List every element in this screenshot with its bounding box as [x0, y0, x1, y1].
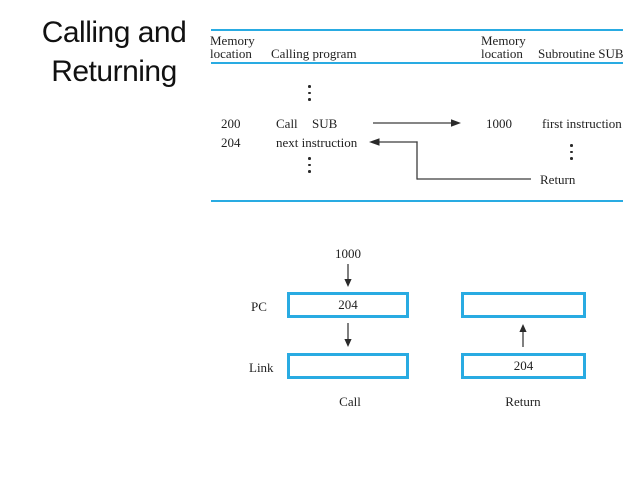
link-to-pc-arrow-head: [519, 324, 527, 332]
return-caption: Return: [505, 394, 541, 409]
pc-register-call-box: 204: [287, 292, 409, 318]
call-caption: Call: [339, 394, 361, 409]
vertical-ellipsis-icon: [570, 144, 573, 160]
left-location-word: location: [210, 45, 252, 61]
table-bottom-rule: [211, 200, 623, 202]
right-location-word: location: [481, 45, 523, 61]
table-header-rule: [211, 62, 623, 64]
incoming-value-label: 1000: [335, 246, 361, 261]
pc-to-link-arrow-head: [344, 339, 352, 347]
left-memory-word: Memory: [210, 33, 255, 48]
table-top-rule: [211, 29, 623, 31]
next-row-location: 204: [221, 135, 241, 150]
link-register-call-box: [287, 353, 409, 379]
slide-title: Calling and Returning: [8, 13, 220, 91]
vertical-ellipsis-icon: [308, 157, 311, 173]
subroutine-sub-header: Subroutine SUB: [538, 46, 624, 61]
left-memory-location-header: Memory location: [210, 33, 255, 61]
sub-row-location: 1000: [486, 116, 512, 131]
calling-program-header: Calling program: [271, 46, 357, 61]
link-return-value: 204: [513, 358, 534, 373]
call-mnemonic: Call: [276, 116, 298, 131]
next-instruction: next instruction: [276, 135, 358, 150]
right-memory-word: Memory: [481, 33, 526, 48]
link-register-label: Link: [249, 360, 274, 375]
link-register-return-box: 204: [461, 353, 586, 379]
sub-first-instruction: first instruction: [542, 116, 622, 131]
pc-call-value: 204: [338, 297, 358, 312]
incoming-arrow-head: [344, 279, 352, 287]
title-line-2: Returning: [51, 55, 177, 88]
right-memory-location-header: Memory location: [481, 33, 526, 61]
call-arrow-head: [451, 119, 461, 127]
title-line-1: Calling and: [41, 16, 187, 49]
vertical-ellipsis-icon: [308, 85, 311, 101]
pc-register-return-box: [461, 292, 586, 318]
return-arrow-head: [369, 138, 380, 146]
pc-register-label: PC: [251, 299, 267, 314]
return-instruction-label: Return: [540, 172, 576, 187]
call-operand: SUB: [312, 116, 338, 131]
call-row-location: 200: [221, 116, 241, 131]
